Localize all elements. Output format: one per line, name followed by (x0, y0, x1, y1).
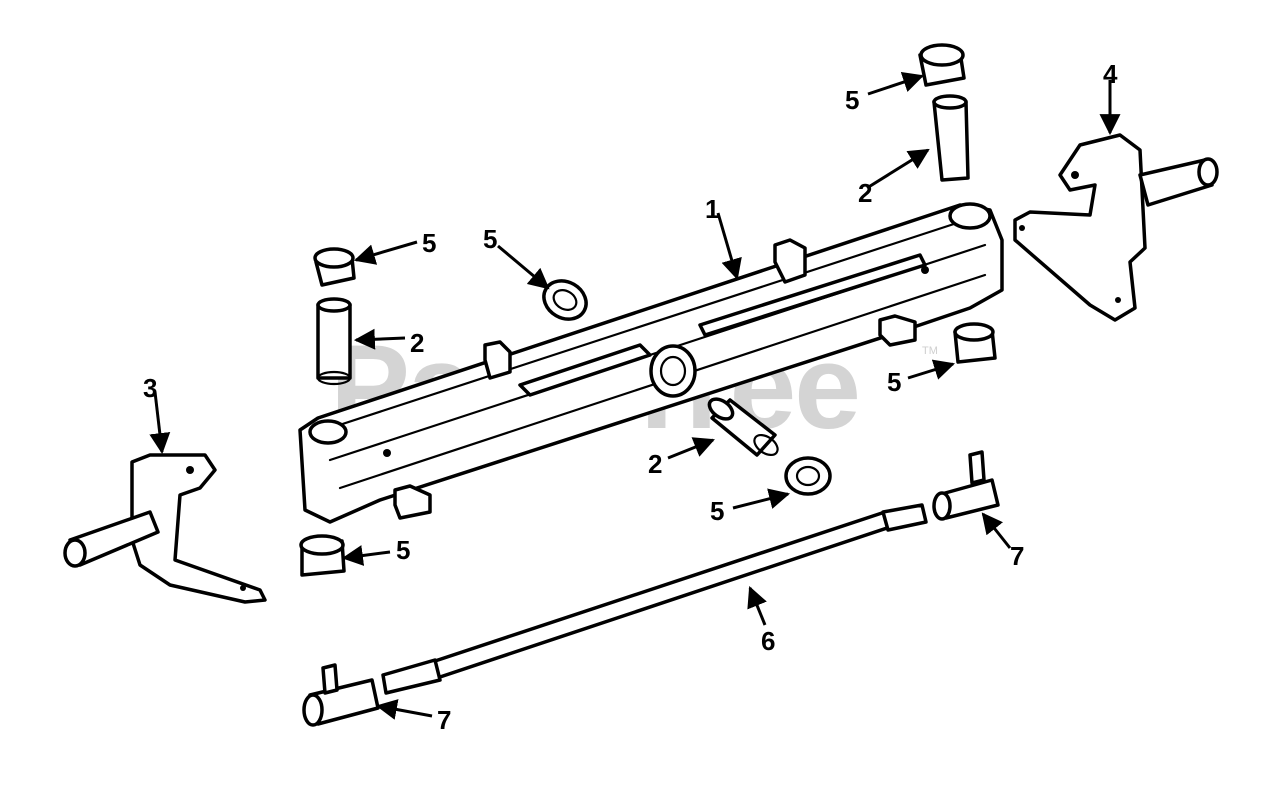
callout-5-center-left: 5 (483, 224, 498, 254)
bushing-part-3[interactable] (918, 43, 966, 87)
ball-joint-part-right[interactable] (932, 450, 1000, 521)
callout-5-top: 5 (845, 85, 860, 115)
callout-6: 6 (761, 626, 776, 656)
callout-2-top: 2 (858, 178, 873, 208)
spindle-bracket-part-left[interactable] (63, 453, 267, 604)
bushing-part-5[interactable] (784, 456, 832, 496)
axle-beam-part[interactable] (298, 202, 1004, 524)
ball-joint-part-left[interactable] (302, 663, 380, 727)
callout-4: 4 (1103, 59, 1118, 89)
callout-3: 3 (143, 373, 158, 403)
callout-5-left: 5 (422, 228, 437, 258)
sleeve-part-right[interactable] (932, 94, 970, 182)
sleeve-part-center[interactable] (706, 395, 781, 459)
callout-5-right: 5 (887, 367, 902, 397)
sleeve-part-left[interactable] (316, 297, 352, 386)
tie-rod-part[interactable] (381, 503, 928, 695)
callout-2-left: 2 (410, 328, 425, 358)
bushing-part-1[interactable] (313, 247, 356, 287)
bushing-part-6[interactable] (299, 534, 346, 577)
callout-2-center: 2 (648, 449, 663, 479)
bushing-part-2[interactable] (537, 273, 593, 326)
callout-5-center-bottom: 5 (710, 496, 725, 526)
trademark-symbol: TM (922, 345, 938, 357)
bushing-part-4[interactable] (953, 322, 997, 364)
spindle-bracket-part-right[interactable] (1013, 133, 1219, 322)
callout-5-bottom-left: 5 (396, 535, 411, 565)
callout-7-right: 7 (1010, 541, 1025, 571)
callout-1: 1 (705, 194, 720, 224)
callout-arrows (149, 72, 1121, 720)
callout-7-left: 7 (437, 705, 452, 735)
